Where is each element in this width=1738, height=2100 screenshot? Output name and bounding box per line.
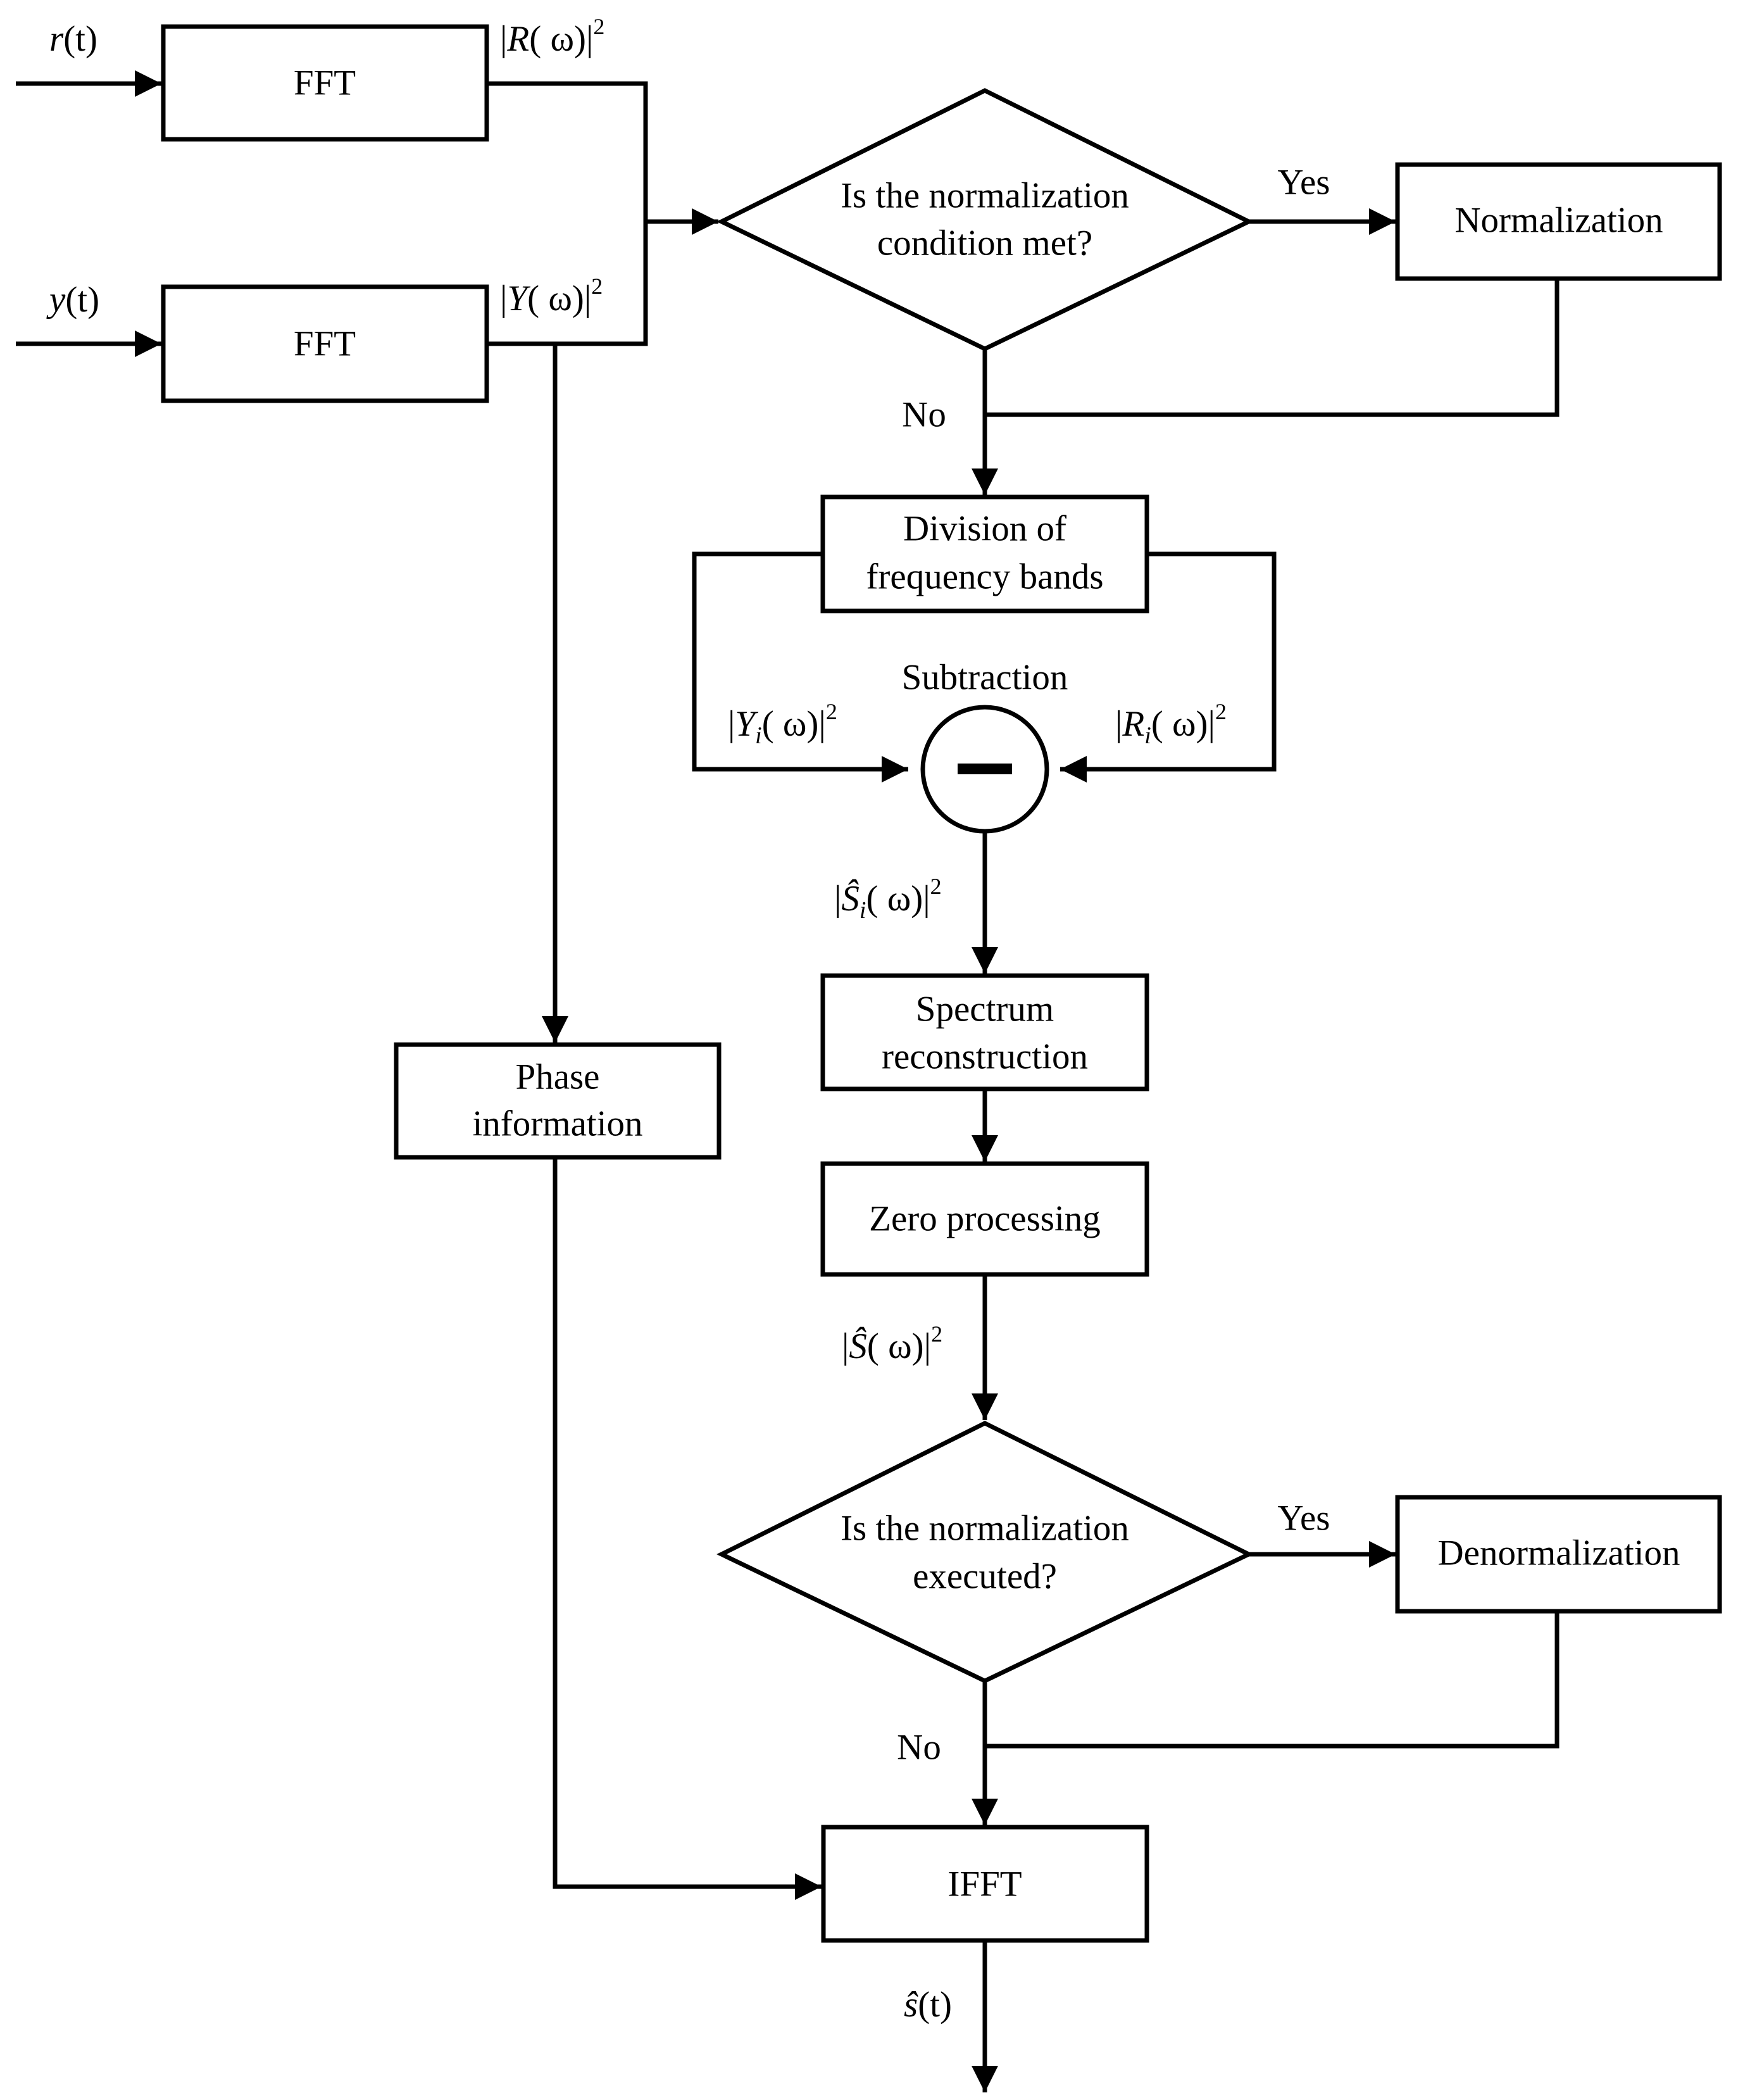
normalization-block[interactable]: Normalization <box>1395 162 1722 281</box>
fft-r-label: FFT <box>294 63 356 103</box>
normalization-condition-decision[interactable]: Is the normalization condition met? <box>716 88 1254 351</box>
yes-2-label: Yes <box>1278 1499 1330 1538</box>
subtraction-label: Subtraction <box>902 658 1068 698</box>
decision-2-line-1: Is the normalization <box>841 1509 1129 1549</box>
band-division-line-1: Division of <box>903 509 1066 549</box>
yes-1-label: Yes <box>1278 163 1330 203</box>
spectrum-recon-line-2: reconstruction <box>882 1037 1088 1077</box>
denormalization-return-line <box>985 1611 1560 1749</box>
input-r-label: r(t) <box>49 19 97 59</box>
phase-to-ifft-arrow <box>553 1157 822 1900</box>
decision-1-line-2: condition met? <box>877 223 1092 263</box>
fft-y-block[interactable]: FFT <box>161 284 489 403</box>
no-2-label: No <box>897 1728 941 1768</box>
phase-line-1: Phase <box>516 1057 600 1097</box>
r-spectrum-label: |R( ω)|2 <box>500 14 604 59</box>
s-hat-spectrum-label: |Ŝ( ω)|2 <box>842 1321 942 1366</box>
ifft-label: IFFT <box>947 1864 1022 1904</box>
band-division-line-2: frequency bands <box>866 557 1103 597</box>
input-y-label: y(t) <box>46 280 99 320</box>
output-s-label: ŝ(t) <box>904 1985 952 2025</box>
denormalization-block[interactable]: Denormalization <box>1395 1495 1722 1614</box>
normalization-label: Normalization <box>1454 201 1663 241</box>
subtraction-node[interactable] <box>920 705 1049 834</box>
spectrum-reconstruction-block[interactable]: Spectrum reconstruction <box>820 973 1149 1091</box>
phase-line-2: information <box>472 1104 642 1144</box>
si-hat-spectrum-label: |Ŝi( ω)|2 <box>834 874 942 924</box>
minus-icon <box>958 764 1012 774</box>
ri-spectrum-label: |Ri( ω)|2 <box>1115 699 1227 749</box>
yi-spectrum-label: |Yi( ω)|2 <box>728 699 837 749</box>
band-division-block[interactable]: Division of frequency bands <box>820 494 1149 613</box>
zero-processing-label: Zero processing <box>869 1199 1101 1239</box>
ifft-block[interactable]: IFFT <box>821 1825 1149 1943</box>
normalization-return-line <box>985 279 1560 417</box>
zero-processing-block[interactable]: Zero processing <box>820 1161 1149 1277</box>
fft-y-label: FFT <box>294 324 356 364</box>
y-spectrum-label: |Y( ω)|2 <box>500 274 603 318</box>
phase-information-block[interactable]: Phase information <box>394 1042 722 1160</box>
denormalization-label: Denormalization <box>1437 1533 1680 1573</box>
no-1-label: No <box>902 395 946 435</box>
fft-merge-line <box>487 81 648 346</box>
decision-1-line-1: Is the normalization <box>841 176 1129 216</box>
normalization-executed-decision[interactable]: Is the normalization executed? <box>716 1421 1254 1683</box>
fft-r-block[interactable]: FFT <box>161 24 489 142</box>
ri-branch-arrow <box>1060 551 1277 783</box>
yi-branch-arrow <box>692 551 908 783</box>
decision-2-line-2: executed? <box>913 1557 1057 1597</box>
spectrum-recon-line-1: Spectrum <box>916 990 1054 1029</box>
